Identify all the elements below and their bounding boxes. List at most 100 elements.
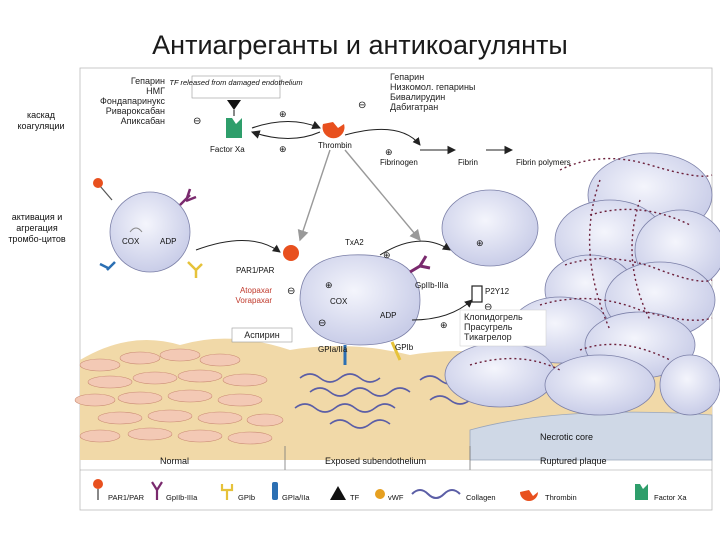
adp-to-p2y12-arrow [411,299,473,321]
resting-adp-label: ADP [160,237,176,246]
resting-to-activated-arrow [195,240,281,253]
resting-cox-label: COX [122,237,140,246]
legend-gpib: GPIb [220,484,255,502]
drug-p2y12-2: Прасугрель [464,322,513,332]
drug-group-xa: Гепарин НМГ Фондапаринукс Ривароксабан А… [100,76,165,126]
factor-xa-icon [226,118,242,138]
drug-th-4: Дабигатран [390,102,438,112]
plus-mark-7: ⊕ [440,320,448,330]
gpiaiia-label: GPIa/IIa [318,345,348,354]
zone-ruptured-label: Ruptured plaque [540,456,607,466]
legend-par-label: PAR1/PAR [108,493,145,502]
drug-par-1: Atopaxar [240,286,272,295]
side-label-platelet: активация и агрегация тромбо-цитов [0,212,74,245]
drug-xa-2: НМГ [146,86,165,96]
thrombin-label: Thrombin [318,141,352,150]
drug-xa-1: Гепарин [131,76,165,86]
factor-xa-label: Factor Xa [210,145,245,154]
legend-gpiaiia-label: GPIa/IIa [282,493,310,502]
drug-th-1: Гепарин [390,72,424,82]
plus-mark-3: ⊕ [385,147,393,157]
drug-par-2: Vorapaxar [236,296,273,305]
drug-xa-3: Фондапаринукс [100,96,165,106]
tf-note-box [191,75,281,99]
fibrin-strands [469,157,713,371]
legend: PAR1/PAR GpIIb-IIIa GPIb GPIa/IIa TF vWF [93,479,687,502]
plus-mark-1: ⊕ [279,109,287,119]
txa2-label: TxA2 [345,238,364,247]
plus-mark-5: ⊕ [476,238,484,248]
drug-p2y12-3: Тикагрелор [464,332,512,342]
drug-th-3: Бивалирудин [390,92,445,102]
resting-gpib-icon [187,261,203,278]
legend-tf: TF [330,486,360,502]
aspirin-box [231,327,293,343]
drug-group-p2y12: Клопидогрель Прасугрель Тикагрелор [459,309,547,347]
activated-cox-label: COX [330,297,348,306]
drug-th-2: Низкомол. гепарины [390,82,475,92]
fibrin-label: Fibrin [458,158,478,167]
legend-gpiibiiia-label: GpIIb-IIIa [166,493,198,502]
legend-factor-xa-label: Factor Xa [654,493,687,502]
zone-normal-label: Normal [160,456,189,466]
legend-collagen: Collagen [411,489,496,502]
legend-par: PAR1/PAR [93,479,145,502]
drug-group-par: Atopaxar Vorapaxar [236,286,273,305]
activated-gpiibiiia-icon [409,255,431,274]
legend-vwf-label: vWF [388,493,404,502]
thrombin-to-platelet-arrow [344,149,421,242]
zone-exposed-label: Exposed subendothelium [325,456,426,466]
collagen-fibers [294,373,491,429]
activated-par-icon [283,245,299,261]
gpib-label: GPIb [395,343,414,352]
spreading-platelet [441,189,539,267]
p2y12-label: P2Y12 [485,287,510,296]
minus-mark-p2y12: ⊖ [484,302,492,313]
drug-xa-4: Ривароксабан [106,106,165,116]
legend-gpiaiia: GPIa/IIa [272,482,310,502]
activated-platelet: COX ADP [283,245,483,365]
thrombin-to-par-arrow [297,149,331,242]
gpiibiiia-label: GpIIb-IIIa [415,281,449,290]
minus-mark-par: ⊖ [287,286,295,297]
legend-gpib-label: GPIb [238,493,255,502]
plus-mark-6: ⊕ [325,280,333,290]
plus-mark-2: ⊕ [279,144,287,154]
fibrin-polymers-label: Fibrin polymers [516,158,571,167]
txa2-arrow [379,240,451,256]
par1-label: PAR1/PAR [236,266,275,275]
drug-group-thrombin: Гепарин Низкомол. гепарины Бивалирудин Д… [390,72,475,112]
minus-mark-thrombin: ⊖ [358,100,366,111]
activated-adp-label: ADP [380,311,396,320]
drug-p2y12-1: Клопидогрель [464,312,523,322]
legend-vwf: vWF [375,489,404,502]
legend-tf-label: TF [350,493,360,502]
minus-mark-cox: ⊖ [318,318,326,329]
side-label-coagulation: каскад коагуляции [4,110,78,132]
plus-mark-4: ⊕ [383,250,391,260]
drug-aspirin: Аспирин [244,330,279,340]
resting-gpiibiiia-icon [179,188,197,206]
fibrinogen-label: Fibrinogen [380,158,418,167]
legend-collagen-label: Collagen [466,493,496,502]
p2y12-receptor-icon [471,285,483,303]
drug-xa-5: Апиксабан [121,116,165,126]
thrombin-to-fibrinogen-arrow [344,128,421,146]
xa-to-thrombin-arrow [251,120,322,129]
tf-icon [227,100,241,110]
minus-mark-xa: ⊖ [193,116,201,127]
legend-factor-xa: Factor Xa [635,484,687,502]
necrotic-core-label: Necrotic core [540,432,593,442]
legend-thrombin: Thrombin [520,490,577,502]
legend-thrombin-label: Thrombin [545,493,577,502]
resting-par-icon [93,178,103,188]
endothelial-cells [74,348,284,445]
resting-platelet: COX ADP [93,178,203,278]
tf-note: TF released from damaged endothelium [169,78,302,87]
slide-title: Антиагреганты и антикоагулянты [152,30,568,60]
gpib-anchor-icon [390,341,402,361]
thrombin-to-xa-arrow [250,130,321,139]
legend-gpiibiiia: GpIIb-IIIa [151,481,198,502]
